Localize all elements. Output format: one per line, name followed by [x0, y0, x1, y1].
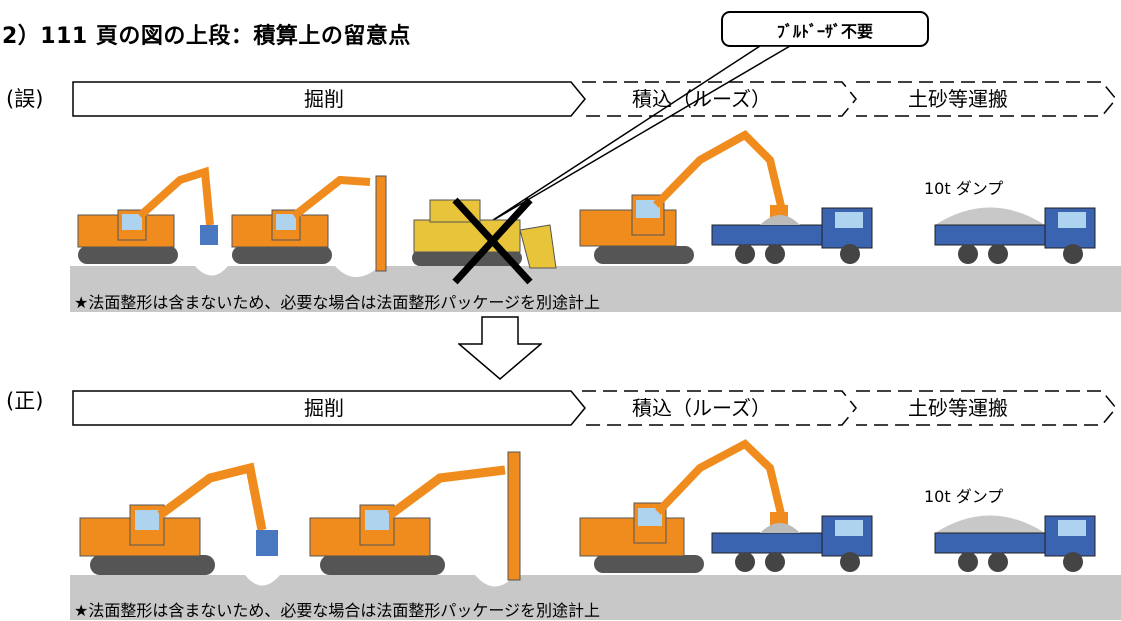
- flow-arrows-bottom: [72, 390, 1117, 426]
- excavator-breaker-icon: [77, 166, 218, 264]
- flow-step-load: 積込（ルーズ）: [632, 396, 771, 420]
- excavator-breaker-icon: [79, 462, 278, 575]
- ground-top: [70, 266, 1121, 312]
- dump-truck-label-bottom: 10t ダンプ: [924, 487, 1004, 506]
- ground-bottom: [70, 575, 1121, 620]
- flow-step-haul: 土砂等運搬: [908, 396, 1008, 420]
- machinery-scene-top: [70, 130, 1121, 312]
- excavator-drill-icon: [309, 451, 521, 581]
- excavator-drill-icon: [231, 175, 387, 272]
- process-flow-top: 掘削 積込（ルーズ） 土砂等運搬: [72, 81, 1121, 117]
- note-bottom: ★法面整形は含まないため、必要な場合は法面整形パッケージを別途計上: [74, 601, 601, 620]
- cross-mark-icon: [452, 197, 533, 285]
- excavator-loading-icon: [579, 439, 788, 573]
- flow-step-load: 積込（ルーズ）: [632, 87, 771, 111]
- flow-step-dig: 掘削: [304, 87, 344, 111]
- flow-step-haul: 土砂等運搬: [908, 87, 1008, 111]
- process-flow-bottom: 掘削 積込（ルーズ） 土砂等運搬: [72, 390, 1121, 426]
- dump-truck-icon: [711, 515, 873, 572]
- note-top: ★法面整形は含まないため、必要な場合は法面整形パッケージを別途計上: [74, 293, 601, 312]
- callout-text: ﾌﾞﾙﾄﾞｰｻﾞ不要: [776, 22, 873, 41]
- page-title: 2）111 頁の図の上段：積算上の留意点: [2, 24, 411, 49]
- flow-step-dig: 掘削: [304, 396, 344, 420]
- excavator-loading-icon: [579, 130, 788, 264]
- down-arrow-icon: [458, 316, 542, 380]
- callout-box: ﾌﾞﾙﾄﾞｰｻﾞ不要: [721, 11, 929, 47]
- dump-truck-label-top: 10t ダンプ: [924, 179, 1004, 198]
- dump-truck-icon: [711, 207, 873, 264]
- dump-truck-loaded-icon: [934, 207, 1096, 264]
- label-wrong: (誤): [6, 87, 44, 111]
- machinery-scene-bottom: [70, 439, 1121, 620]
- label-right: (正): [6, 389, 44, 413]
- dump-truck-loaded-icon: [934, 515, 1096, 572]
- flow-arrows-top: [72, 81, 1117, 117]
